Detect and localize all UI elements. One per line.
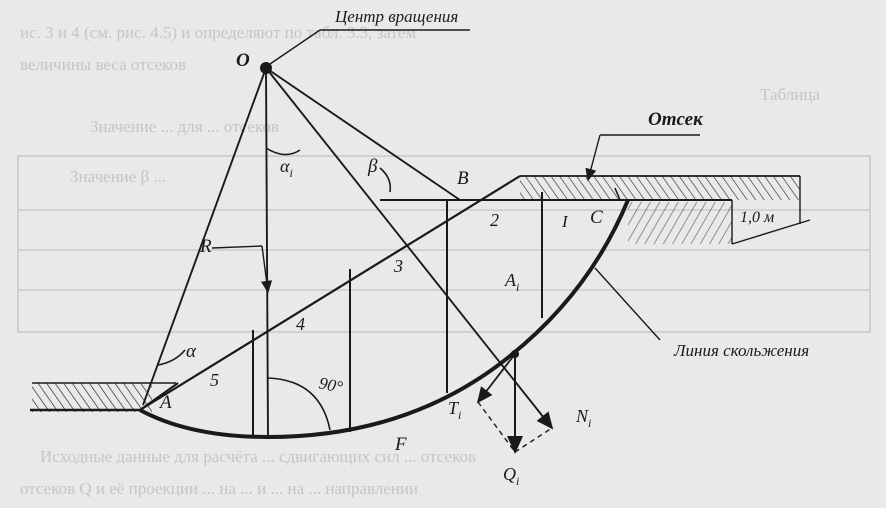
bleed-line-4: Значение ... для ... отсеков bbox=[90, 117, 279, 136]
slice-number: 2 bbox=[490, 210, 499, 230]
point-a-label: A bbox=[158, 392, 172, 413]
ground-left bbox=[30, 382, 179, 412]
i-label: I bbox=[561, 212, 569, 231]
bleed-line-5: Значение β ... bbox=[70, 167, 166, 186]
point-o-label: O bbox=[236, 50, 250, 71]
point-f-label: F bbox=[394, 434, 407, 455]
alpha-i-label: αi bbox=[280, 156, 293, 180]
radii bbox=[142, 67, 554, 438]
slice-lines bbox=[252, 192, 543, 437]
slope-line bbox=[139, 175, 521, 411]
center-point bbox=[260, 29, 470, 74]
bleed-line-6: Исходные данные для расчёта ... сдвигающ… bbox=[40, 447, 476, 466]
slip-arc bbox=[139, 199, 630, 440]
alpha-label: α bbox=[186, 341, 197, 362]
point-b-label: B bbox=[457, 168, 469, 189]
radius-label: R bbox=[199, 236, 212, 257]
compartment-label: Отсек bbox=[648, 109, 704, 130]
bleed-line-2: величины веса отсеков bbox=[20, 55, 186, 74]
point-c-label: C bbox=[590, 207, 603, 228]
bleed-line-3: Таблица bbox=[760, 85, 820, 104]
bleed-line-1: ис. 3 и 4 (см. рис. 4.5) и определяют по… bbox=[20, 23, 416, 42]
a-i-label: Ai bbox=[504, 270, 519, 294]
slice-number: 4 bbox=[296, 314, 305, 334]
beta-label: β bbox=[367, 156, 378, 177]
slip-line-label: Линия скольжения bbox=[673, 341, 809, 360]
center-of-rotation-label: Центр вращения bbox=[334, 7, 458, 26]
angle-90-label: 90° bbox=[317, 373, 344, 397]
dimension-label: 1,0 м bbox=[740, 209, 774, 226]
q-i-label: Qi bbox=[503, 464, 519, 488]
slice-number: 3 bbox=[393, 256, 403, 276]
angle-arcs bbox=[157, 147, 621, 431]
slice-number: 5 bbox=[210, 370, 219, 390]
bleed-through-text: ис. 3 и 4 (см. рис. 4.5) и определяют по… bbox=[20, 23, 820, 498]
ground-right bbox=[380, 175, 800, 244]
t-i-label: Ti bbox=[448, 398, 461, 422]
leader-lines bbox=[211, 134, 811, 341]
n-i-label: Ni bbox=[575, 406, 591, 430]
bleed-line-7: отсеков Q и её проекции ... на ... и ...… bbox=[20, 479, 418, 498]
force-vectors bbox=[476, 350, 553, 454]
